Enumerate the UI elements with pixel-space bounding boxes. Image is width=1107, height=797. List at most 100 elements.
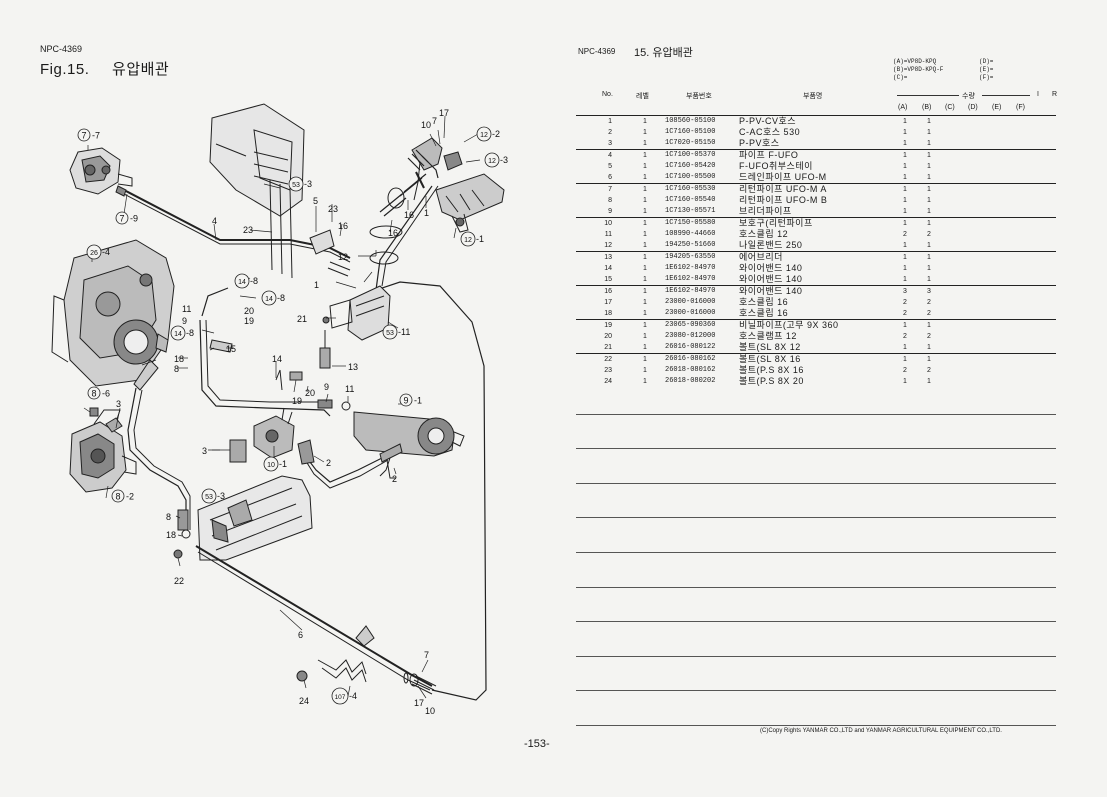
svg-text:20: 20 [305,388,315,398]
cell-part-number: 1C7160-05540 [665,196,716,204]
figure-name: 유압배관 [112,61,170,78]
ruled-line [576,553,1056,588]
ruled-line [576,518,1056,553]
svg-text:9: 9 [324,382,329,392]
svg-text:2: 2 [392,474,397,484]
cell-part-number: 108560-05100 [665,117,716,125]
svg-text:19: 19 [244,316,254,326]
cell-qty-a: 1 [903,276,907,283]
cell-level: 1 [643,208,647,215]
svg-text:-8: -8 [277,293,285,303]
cell-qty-a: 1 [903,322,907,329]
cell-qty-b: 1 [927,152,931,159]
cell-no: 19 [604,322,612,329]
cell-qty-a: 1 [903,265,907,272]
cell-part-name: 호스클립 16 [739,297,789,307]
cell-no: 5 [608,163,612,170]
cell-qty-a: 1 [903,140,907,147]
cell-part-number: 26018-080202 [665,377,716,385]
cell-no: 3 [608,140,612,147]
callout-8-2: 8 -2 [111,489,134,503]
svg-text:2: 2 [326,458,331,468]
cell-part-name: 볼트(P.S 8X 16 [739,365,804,375]
callout-107-4: 107 -4 [331,687,357,705]
cell-level: 1 [643,378,647,385]
left-doc-code: NPC-4369 [40,44,83,54]
cell-part-number: 1C7160-05420 [665,162,716,170]
svg-text:19: 19 [292,396,302,406]
header-no: No. [602,91,613,98]
cell-qty-a: 1 [903,378,907,385]
cell-qty-b: 1 [927,220,931,227]
cell-qty-b: 1 [927,129,931,136]
callout-12-3: 12 -3 [484,152,508,168]
svg-text:12: 12 [338,252,348,262]
exploded-parts-diagram: 7 -7 7 -9 26 -4 14 -8 14 -8 [51,103,508,716]
header-part-number: 부품번호 [686,93,712,100]
header-i: I [1037,91,1039,98]
cell-no: 16 [604,288,612,295]
cell-qty-b: 2 [927,310,931,317]
cell-qty-a: 2 [903,231,907,238]
cell-level: 1 [643,288,647,295]
ruled-line [576,415,1056,450]
cell-qty-a: 2 [903,299,907,306]
svg-text:14: 14 [174,331,182,338]
svg-text:-7: -7 [92,131,100,141]
svg-text:6: 6 [298,630,303,640]
cell-part-name: P-PV호스 [739,138,780,148]
svg-text:-8: -8 [250,276,258,286]
svg-text:107: 107 [335,694,346,701]
cell-level: 1 [643,118,647,125]
gear-housing-drawing [51,239,175,387]
cell-qty-a: 1 [903,118,907,125]
cell-level: 1 [643,197,647,204]
cell-part-name: 볼트(P.S 8X 20 [739,376,804,386]
callout-8-6: 8 -6 [87,386,110,400]
svg-text:15: 15 [226,344,236,354]
cell-level: 1 [643,333,647,340]
cell-qty-b: 1 [927,356,931,363]
header-qty: 수량 [962,93,975,100]
callout-26-4: 26 -4 [86,244,110,260]
figure-title: Fig.15. 유압배관 [40,58,187,79]
cell-part-number: 1E6102-84970 [665,275,716,283]
cell-qty-b: 2 [927,367,931,374]
cell-no: 17 [604,299,612,306]
header-part-name: 부품명 [803,93,823,100]
cell-part-number: 26016-080162 [665,355,716,363]
qty-col-b: (B) [922,104,932,111]
cell-part-number: 1C7160-05100 [665,128,716,136]
callout-7-9: 7 -9 [115,211,138,225]
cell-qty-b: 1 [927,242,931,249]
cell-qty-a: 1 [903,254,907,261]
qty-col-a: (A) [898,104,908,111]
cell-part-name: 드레인파이프 UFO-M [739,172,827,182]
cell-no: 12 [604,242,612,249]
cell-no: 2 [608,129,612,136]
cell-part-number: 26018-080162 [665,366,716,374]
svg-text:-3: -3 [304,179,312,189]
callout-7-7: 7 -7 [77,128,100,142]
cell-no: 14 [604,265,612,272]
cell-part-number: 1E6102-84970 [665,264,716,272]
model-code-row: (C)= (F)= [893,74,993,82]
cell-level: 1 [643,242,647,249]
svg-text:-2: -2 [126,492,134,502]
svg-text:4: 4 [212,216,217,226]
cell-level: 1 [643,356,647,363]
cell-part-number: 1C7020-05150 [665,139,716,147]
ruled-line [576,380,1056,415]
svg-text:-1: -1 [414,396,422,406]
cell-qty-b: 1 [927,208,931,215]
